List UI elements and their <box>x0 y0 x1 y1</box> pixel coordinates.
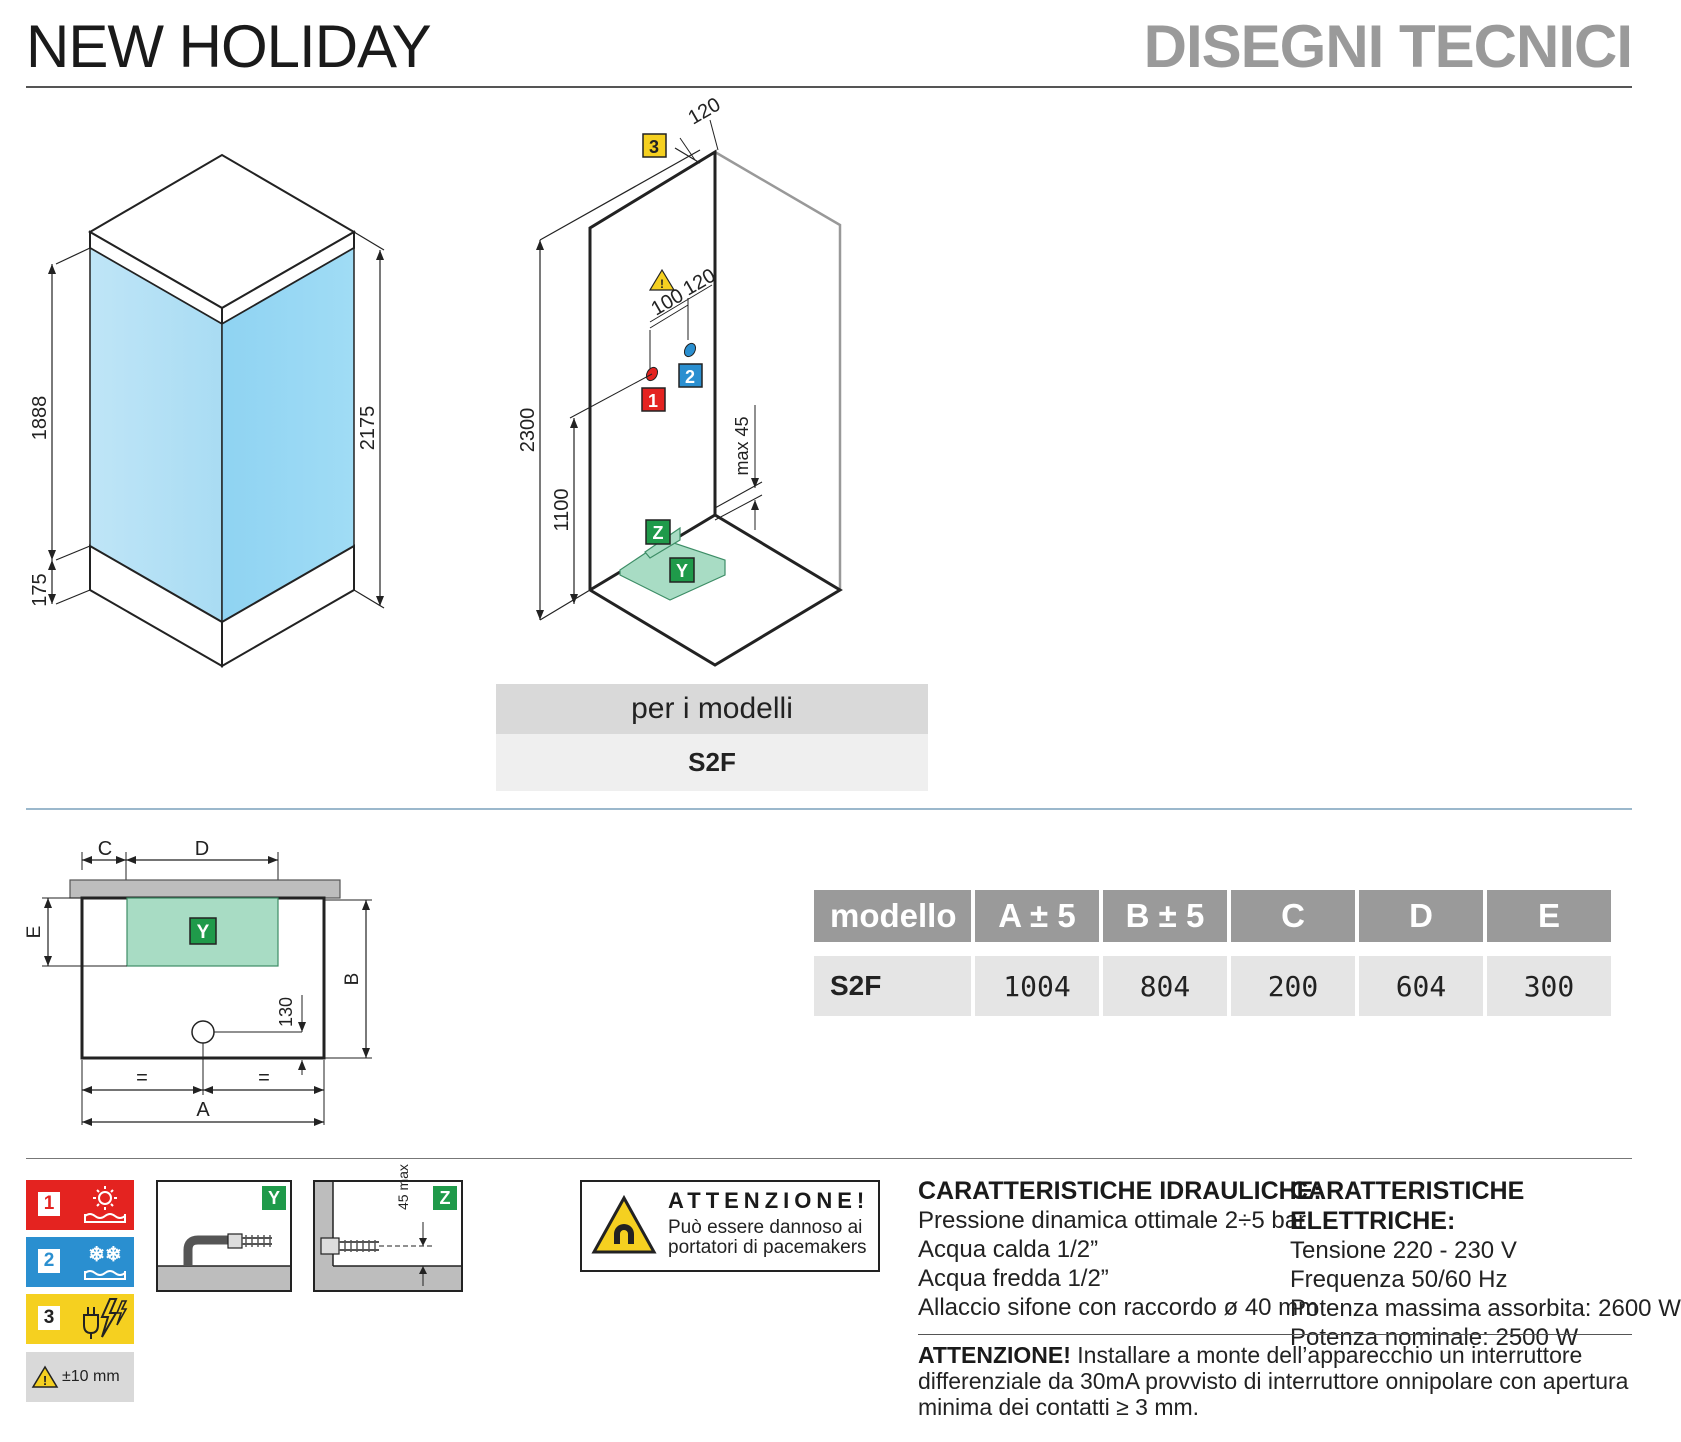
svg-text:Z: Z <box>653 523 664 543</box>
table-header-row: modello A ± 5 B ± 5 C D E <box>814 890 1611 942</box>
warning-triangle-icon: ! <box>31 1365 59 1388</box>
hot-water-icon <box>84 1186 126 1223</box>
plug-lightning-icon <box>83 1298 128 1339</box>
cell-c: 200 <box>1231 942 1355 1016</box>
drain-pipe-detail-drawing <box>158 1233 290 1290</box>
attention-line2: portatori di pacemakers <box>668 1237 867 1258</box>
hydraulic-line: Acqua fredda 1/2” <box>918 1265 1109 1292</box>
dim-120-mid: 120 <box>680 265 720 301</box>
hydraulic-line: Acqua calda 1/2” <box>918 1236 1099 1263</box>
section-divider <box>26 808 1632 810</box>
models-box: per i modelli S2F <box>496 684 928 791</box>
attention-line1: Può essere dannoso ai <box>668 1217 863 1238</box>
badge-2-cold <box>678 363 703 388</box>
col-c: C <box>1231 890 1355 942</box>
cell-b: 804 <box>1103 942 1227 1016</box>
badge-3-electric <box>642 133 667 158</box>
dimensions-table: modello A ± 5 B ± 5 C D E S2F 1004 804 2… <box>810 890 1615 1016</box>
section-title: DISEGNI TECNICI <box>1143 13 1633 80</box>
installation-corner-drawing: 120 3 2300 ! 100 120 2 1 1100 max 45 Z Y <box>517 94 843 667</box>
warning-body: Installare a monte dell’apparecchio un i… <box>918 1342 1629 1420</box>
hydraulic-specs: CARATTERISTICHE IDRAULICHE: Pressione di… <box>918 1176 1322 1322</box>
label-a: A <box>196 1099 210 1121</box>
svg-text:❄❄: ❄❄ <box>88 1244 122 1266</box>
cold-water-icon: ❄❄ <box>84 1244 126 1280</box>
legend-divider <box>26 1158 1632 1159</box>
warning-label: ATTENZIONE! <box>918 1342 1071 1368</box>
plan-view-drawing: C D Y 130 E B = = A <box>24 838 372 1126</box>
cell-e: 300 <box>1487 942 1611 1016</box>
badge-z <box>645 519 671 545</box>
attention-title: ATTENZIONE! <box>668 1188 870 1213</box>
cell-model: S2F <box>814 942 971 1016</box>
detail-z-box: Z 45 max <box>313 1164 463 1292</box>
wall-drain-detail-drawing <box>315 1182 461 1290</box>
badge-1-hot <box>641 387 666 412</box>
legend-cold-water: 2 ❄❄ <box>26 1237 134 1287</box>
hydraulic-line: Allaccio sifone con raccordo ø 40 mm <box>918 1294 1319 1321</box>
plan-badge-y <box>189 917 217 945</box>
label-d: D <box>195 838 209 860</box>
label-eq-left: = <box>136 1067 148 1089</box>
table-row: S2F 1004 804 200 604 300 <box>814 942 1611 1016</box>
label-eq-right: = <box>258 1067 270 1089</box>
isometric-cabin-drawing: 1888 175 2175 <box>29 153 385 668</box>
cell-a: 1004 <box>975 942 1099 1016</box>
dim-120-top: 120 <box>685 94 725 130</box>
hydraulic-title: CARATTERISTICHE IDRAULICHE: <box>918 1177 1322 1205</box>
detail-y-box: Y <box>156 1180 292 1292</box>
electrical-line: Potenza nominale: 2500 W <box>1290 1324 1579 1351</box>
legend-tolerance: ! ±10 mm <box>26 1352 134 1402</box>
detail-z-dim: 45 max <box>395 1164 411 1210</box>
dim-175: 175 <box>29 573 51 606</box>
electrical-line: Tensione 220 - 230 V <box>1290 1237 1517 1264</box>
svg-text:3: 3 <box>649 137 659 157</box>
dim-max45: max 45 <box>732 416 752 475</box>
col-b: B ± 5 <box>1103 890 1227 942</box>
svg-text:1: 1 <box>648 391 658 411</box>
electrical-line: Potenza massima assorbita: 2600 W <box>1290 1295 1681 1322</box>
svg-text:Y: Y <box>676 561 688 581</box>
cell-d: 604 <box>1359 942 1483 1016</box>
badge-y <box>669 557 695 583</box>
col-e: E <box>1487 890 1611 942</box>
svg-text:!: ! <box>660 277 664 291</box>
drain-icon <box>191 1020 215 1044</box>
models-header: per i modelli <box>496 684 928 734</box>
warning-divider <box>918 1334 1632 1335</box>
attention-box: ATTENZIONE! Può essere dannoso ai portat… <box>580 1180 880 1272</box>
svg-text:2: 2 <box>685 367 695 387</box>
electrical-line: Frequenza 50/60 Hz <box>1290 1266 1508 1293</box>
col-modello: modello <box>814 890 971 942</box>
electrical-title: CARATTERISTICHE ELETTRICHE: <box>1290 1177 1525 1235</box>
header-divider <box>26 86 1632 88</box>
label-e: E <box>24 926 45 939</box>
dim-130: 130 <box>276 997 296 1027</box>
page-title: NEW HOLIDAY <box>26 13 432 80</box>
svg-text:Y: Y <box>197 922 210 943</box>
dim-2175: 2175 <box>357 406 379 451</box>
label-b: B <box>342 973 363 986</box>
col-d: D <box>1359 890 1483 942</box>
warning-paragraph: ATTENZIONE! Installare a monte dell’appa… <box>918 1342 1632 1420</box>
electrical-specs: CARATTERISTICHE ELETTRICHE: Tensione 220… <box>1290 1176 1681 1352</box>
hydraulic-line: Pressione dinamica ottimale 2÷5 bar <box>918 1207 1307 1234</box>
magnet-warning-icon <box>591 1194 657 1254</box>
dim-1888: 1888 <box>29 396 51 441</box>
svg-text:!: ! <box>43 1373 47 1388</box>
label-c: C <box>98 838 112 860</box>
warning-triangle-icon <box>648 268 676 291</box>
legend-hot-water: 1 <box>26 1180 134 1230</box>
dim-1100: 1100 <box>551 488 573 531</box>
col-a: A ± 5 <box>975 890 1099 942</box>
dim-2300: 2300 <box>517 408 539 453</box>
legend-electric: 3 <box>26 1294 134 1344</box>
models-value: S2F <box>496 734 928 791</box>
